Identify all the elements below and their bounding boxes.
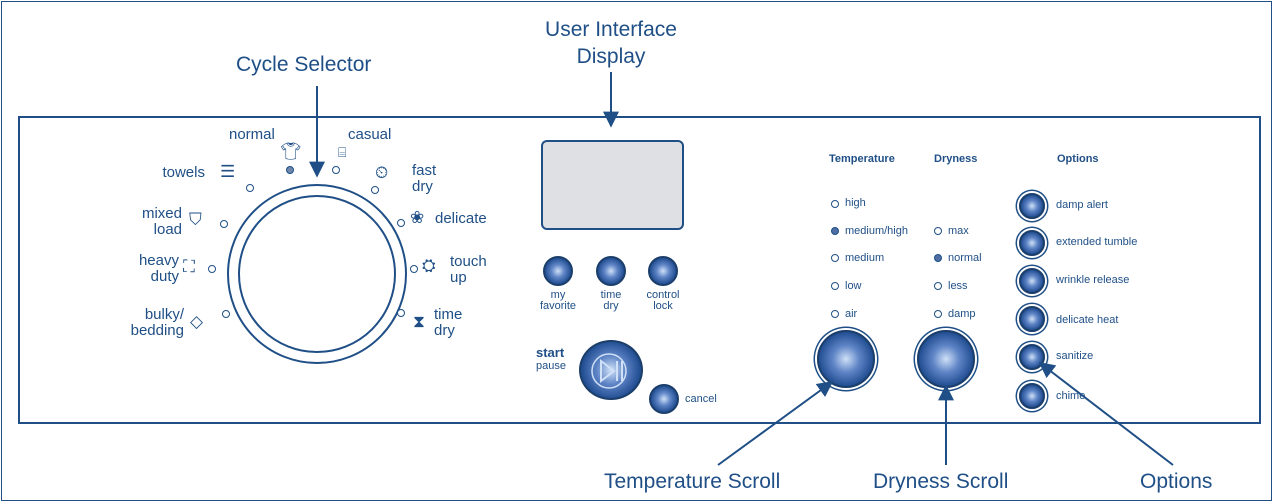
dryness-header: Dryness	[934, 153, 978, 165]
options-arrow	[1038, 362, 1174, 466]
cycle-label-normal: normal	[229, 126, 275, 143]
shirt-icon: 👕︎	[280, 142, 302, 161]
cycle-indicator-normal	[286, 166, 294, 174]
ui-display-callout-line1: User Interface	[545, 18, 677, 41]
cycle-indicator-fast-dry	[371, 186, 379, 194]
cycle-label-time: time	[434, 306, 463, 323]
my-favorite-label-1: my	[550, 289, 566, 301]
cycle-indicator-towels	[246, 184, 254, 192]
heavy-duty-icon: ⛶	[183, 257, 195, 276]
temperature-option-low: low	[845, 280, 862, 292]
temperature-scroll-button[interactable]	[817, 330, 875, 388]
temperature-indicator-high	[831, 200, 839, 208]
temperature-scroll-arrow	[717, 381, 834, 466]
control-lock-label-1: control	[646, 289, 680, 301]
temperature-option-medium: medium	[845, 252, 885, 264]
cancel-button[interactable]	[649, 384, 679, 414]
cycle-label-touch: touch	[450, 253, 487, 270]
option-extended-tumble: extended tumble	[1056, 236, 1138, 248]
temperature-option-medium-high: medium/high	[845, 225, 908, 237]
play-pause-icon	[591, 353, 627, 389]
clock-icon: ⏲	[375, 163, 389, 182]
delicate-heat-button[interactable]	[1019, 306, 1045, 332]
dryness-option-max: max	[948, 225, 969, 237]
cycle-label-mixed-load: load	[153, 221, 182, 238]
temperature-header: Temperature	[829, 153, 895, 165]
cycle-label-casual: casual	[348, 126, 392, 143]
cycle-label-mixed: mixed	[141, 205, 182, 222]
cycle-label-delicate: delicate	[435, 210, 487, 227]
control-lock-label-2: lock	[653, 300, 673, 312]
cycle-label-fast: fast	[412, 162, 437, 179]
cycle-label-time-dry: dry	[434, 322, 455, 339]
options-header: Options	[1057, 153, 1099, 165]
damp-alert-button[interactable]	[1019, 193, 1045, 219]
pause-label: pause	[536, 360, 566, 372]
user-interface-display	[541, 140, 684, 230]
cycle-indicator-heavy-duty	[208, 265, 216, 273]
start-pause-button[interactable]	[579, 340, 643, 400]
touch-up-icon: ⛭	[422, 256, 436, 275]
dryness-option-normal: normal	[948, 252, 982, 264]
option-damp-alert: damp alert	[1056, 199, 1108, 211]
control-lock-button[interactable]	[648, 256, 678, 286]
cycle-selector-callout: Cycle Selector	[236, 53, 372, 76]
cycle-label-heavy-duty: duty	[150, 268, 179, 285]
wrinkle-release-button[interactable]	[1019, 268, 1045, 294]
sanitize-button[interactable]	[1019, 344, 1045, 370]
dryness-scroll-button[interactable]	[917, 330, 975, 388]
dryness-indicator-normal	[934, 254, 942, 262]
option-delicate-heat: delicate heat	[1056, 314, 1119, 326]
cycle-indicator-delicate	[397, 219, 405, 227]
temperature-indicator-medium	[831, 254, 839, 262]
cycle-label-towels: towels	[162, 164, 205, 181]
cycle-label-fast-dry: dry	[412, 178, 433, 195]
cycle-label-touch-up: up	[450, 269, 467, 286]
cycle-label-bedding: bedding	[130, 322, 184, 339]
dryness-indicator-less	[934, 282, 942, 290]
cycle-selector-dial-inner	[238, 195, 396, 353]
temperature-indicator-medium-high	[831, 227, 839, 235]
control-panel	[18, 116, 1261, 424]
flower-icon: ❀	[410, 208, 425, 227]
option-sanitize: sanitize	[1056, 350, 1094, 362]
my-favorite-button[interactable]	[543, 256, 573, 286]
start-label: start	[536, 345, 565, 360]
time-dry-label-1: time	[600, 289, 622, 301]
ui-display-callout-line2: Display	[576, 45, 646, 68]
cycle-indicator-casual	[332, 166, 340, 174]
cycle-indicator-bulky	[222, 310, 230, 318]
mixed-load-icon: ⛉	[189, 210, 202, 229]
temperature-indicator-air	[831, 310, 839, 318]
dryness-option-less: less	[948, 280, 968, 292]
option-wrinkle-release: wrinkle release	[1056, 274, 1130, 286]
hourglass-icon: ⧗	[413, 312, 425, 331]
bedding-icon: ◇	[190, 312, 204, 331]
time-dry-label-2: dry	[603, 300, 619, 312]
temperature-option-high: high	[845, 197, 866, 209]
temperature-option-air: air	[845, 308, 858, 320]
extended-tumble-button[interactable]	[1019, 230, 1045, 256]
cycle-label-heavy: heavy	[138, 252, 179, 269]
cycle-label-bulky: bulky/	[144, 306, 184, 323]
options-callout: Options	[1140, 470, 1213, 493]
dryness-indicator-max	[934, 227, 942, 235]
time-dry-button[interactable]	[596, 256, 626, 286]
dryness-indicator-damp	[934, 310, 942, 318]
cycle-indicator-touch-up	[410, 265, 418, 273]
temperature-indicator-low	[831, 282, 839, 290]
cancel-label: cancel	[685, 393, 717, 405]
temperature-scroll-callout: Temperature Scroll	[604, 470, 781, 493]
my-favorite-label-2: favorite	[539, 300, 577, 312]
dryness-scroll-callout: Dryness Scroll	[873, 470, 1009, 493]
cycle-indicator-time-dry	[397, 309, 405, 317]
cycle-indicator-mixed-load	[220, 220, 228, 228]
dryness-option-damp: damp	[948, 308, 976, 320]
chime-button[interactable]	[1019, 383, 1045, 409]
casual-shirt-icon: ⌸	[338, 144, 347, 160]
towels-icon: ☰	[220, 162, 236, 181]
